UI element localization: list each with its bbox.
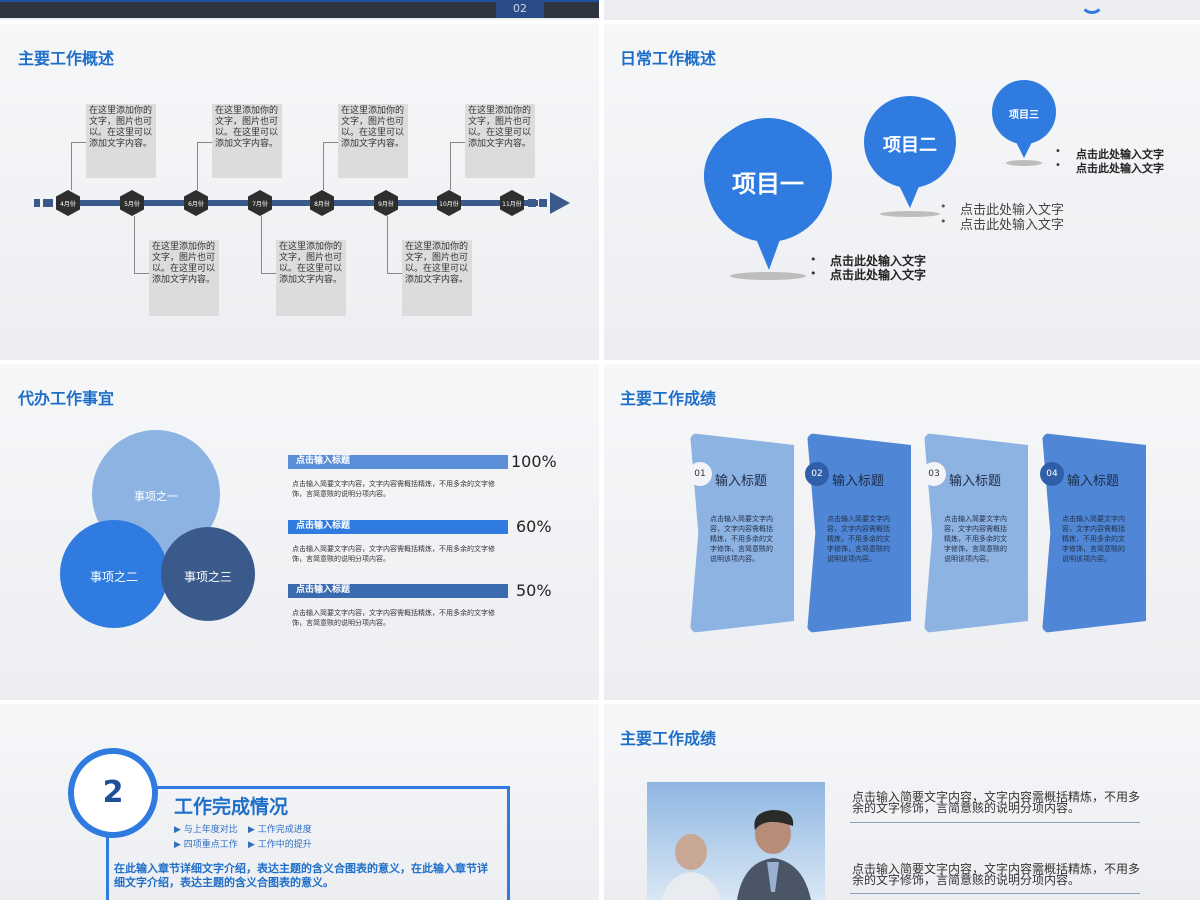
text-box: 在这里添加你的文字，图片也可以。在这里可以添加文字内容。 [149,240,219,316]
card-text: 点击输入简要文字内容，文字内容需概括精炼，不用多余的文字修饰，言简意赅的说明该项… [944,515,1007,563]
percent-label: 100% [511,452,557,471]
slide-title: 主要工作概述 [18,49,115,68]
nav-link[interactable]: ▶ 与上年度对比 [174,825,238,835]
slide-title: 主要工作成绩 [620,729,717,748]
card-title: 输入标题 [715,474,768,489]
slide-title: 代办工作事宜 [18,389,115,408]
play-icon: ▶ [174,840,181,850]
nav-link[interactable]: ▶ 工作中的提升 [248,840,312,850]
play-icon: ▶ [248,840,255,850]
bullet-dot: • [1055,160,1061,171]
percent-label: 50% [516,581,552,600]
text-box: 在这里添加你的文字，图片也可以。在这里可以添加文字内容。 [276,240,346,316]
card-number-badge: 04 [1040,462,1064,486]
slide-section-cover[interactable]: 2 工作完成情况 ▶ 与上年度对比 ▶ 工作完成进度 ▶ 四项重点工作 ▶ 工作… [0,704,599,900]
bullet-text: 点击此处输入文字 [1076,162,1164,175]
slide-work-results-photo[interactable]: 主要工作成绩 点击输入简要文字内容，文字内容需概括精炼，不用多余的文字修饰，言简… [604,704,1200,900]
speech-bubbles [703,80,1056,280]
text-box: 在这里添加你的文字，图片也可以。在这里可以添加文字内容。 [212,104,282,178]
connector [134,216,149,274]
timeline-axis [34,192,570,214]
progress-bar: 点击输入标题 [288,520,508,534]
card-title: 输入标题 [1067,474,1120,489]
card-number-badge: 02 [805,462,829,486]
slide-top-left[interactable]: 02 [0,0,599,20]
bullet-dot: • [940,215,947,228]
card-title: 输入标题 [949,474,1002,489]
bullet-dot: • [1055,146,1061,157]
text-box: 在这里添加你的文字，图片也可以。在这里可以添加文字内容。 [338,104,408,178]
play-icon: ▶ [248,825,255,835]
row-description: 点击输入简要文字内容，文字内容需概括精炼，不用多余的文字修饰，言简意赅的说明分项… [292,545,495,563]
card-title: 输入标题 [832,474,885,489]
nav-link[interactable]: ▶ 四项重点工作 [174,840,238,850]
slide-daily-work-overview[interactable]: 日常工作概述 项目一 项目二 项目三 • 点击此处输入文字 • 点击此处输入文字… [604,24,1200,360]
item-3-label: 项目三 [1009,110,1039,121]
venn-label-1: 事项之一 [134,490,178,503]
connector [261,216,276,274]
card-text: 点击输入简要文字内容，文字内容需概括精炼，不用多余的文字修饰，言简意赅的说明该项… [827,515,890,563]
bullet-text: 点击此处输入文字 [830,254,927,268]
bullet-dot: • [940,200,947,213]
card-text: 点击输入简要文字内容，文字内容需概括精炼，不用多余的文字修饰，言简意赅的说明该项… [710,515,773,563]
slide-title: 日常工作概述 [620,49,717,68]
slide-main-work-overview[interactable]: 主要工作概述 4月份 5月份 6月份 7月份 8月份 9月份 10月份 11月份… [0,24,599,360]
content-frame [106,786,510,900]
paragraph: 点击输入简要文字内容，文字内容需概括精炼，不用多余的文字修饰，言简意赅的说明分项… [852,790,1141,815]
venn-label-3: 事项之三 [183,570,232,584]
bullet-text: 点击此处输入文字 [960,218,1065,233]
slide-top-right[interactable] [604,0,1200,20]
slide-title: 主要工作成绩 [620,389,717,408]
progress-bar: 点击输入标题 [288,455,508,469]
page-number: 02 [496,0,544,18]
progress-bar: 点击输入标题 [288,584,508,598]
divider [850,822,1140,823]
item-2-label: 项目二 [883,135,937,156]
section-heading: 工作完成情况 [174,796,289,818]
connector [323,142,338,190]
text-box: 在这里添加你的文字，图片也可以。在这里可以添加文字内容。 [86,104,156,178]
paragraph: 点击输入简要文字内容，文字内容需概括精炼，不用多余的文字修饰，言简意赅的说明分项… [852,862,1141,887]
play-icon: ▶ [174,825,181,835]
percent-label: 60% [516,517,552,536]
bullet-text: 点击此处输入文字 [830,268,927,282]
business-photo [647,782,825,900]
divider [850,893,1140,894]
section-number: 2 [102,775,124,810]
item-1-label: 项目一 [732,170,804,198]
card-text: 点击输入简要文字内容，文字内容需概括精炼，不用多余的文字修饰，言简意赅的说明该项… [1062,515,1125,563]
bullet-dot: • [810,267,817,280]
header-bar [0,0,599,18]
venn-diagram [60,430,255,628]
bullet-text: 点击此处输入文字 [1076,148,1164,161]
connector [197,142,212,190]
connector [450,142,465,190]
row-description: 点击输入简要文字内容，文字内容需概括精炼，不用多余的文字修饰，言简意赅的说明分项… [292,480,495,498]
header-bar-accent [0,0,599,2]
bullet-text: 点击此处输入文字 [960,203,1065,218]
section-intro: 在此输入章节详细文字介绍，表达主题的含义合图表的意义，在此输入章节详细文字介绍，… [114,862,488,889]
decorative-arc [1080,0,1104,14]
text-box: 在这里添加你的文字，图片也可以。在这里可以添加文字内容。 [465,104,535,178]
nav-link[interactable]: ▶ 工作完成进度 [248,825,312,835]
connector [71,142,86,190]
row-description: 点击输入简要文字内容，文字内容需概括精炼，不用多余的文字修饰，言简意赅的说明分项… [292,609,495,627]
section-number-ring [68,748,158,838]
connector [387,216,402,274]
card-number-badge: 01 [688,462,712,486]
text-box: 在这里添加你的文字，图片也可以。在这里可以添加文字内容。 [402,240,472,316]
card-number-badge: 03 [922,462,946,486]
bullet-dot: • [810,253,817,266]
venn-label-2: 事项之二 [89,570,138,584]
